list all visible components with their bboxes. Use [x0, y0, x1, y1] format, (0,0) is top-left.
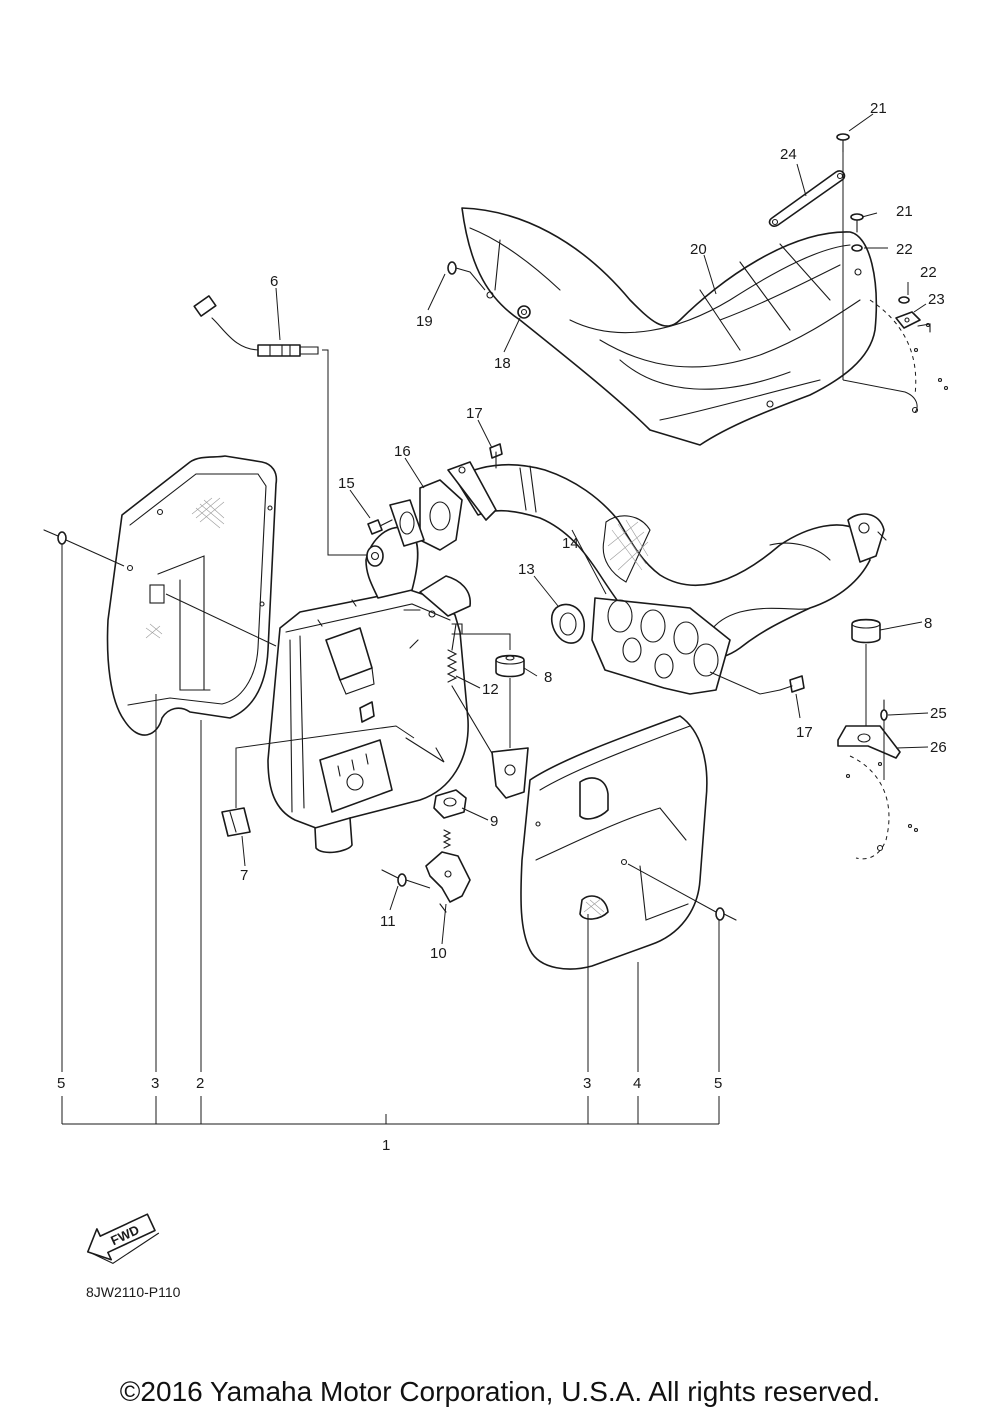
callout-5-left: 5 [57, 1075, 65, 1092]
clip-7-icon [221, 807, 251, 837]
callout-11: 11 [380, 913, 396, 930]
bolt-15-icon [367, 519, 393, 535]
callout-15: 15 [338, 475, 355, 492]
callout-18: 18 [494, 355, 511, 372]
grommet-8-center [495, 654, 525, 678]
leader-lines [61, 113, 929, 1125]
callout-8-center: 8 [544, 669, 552, 686]
callout-24: 24 [780, 146, 797, 163]
flange-gasket-15-side [389, 499, 425, 547]
bracket-26 [837, 725, 901, 759]
o2-sensor-6 [193, 295, 319, 357]
callout-25: 25 [930, 705, 947, 722]
muffler-body [267, 526, 471, 854]
callout-17-upper: 17 [466, 405, 483, 422]
bolt-21-upper-icon [836, 133, 850, 153]
side-heat-shield-2 [106, 455, 278, 736]
callout-14: 14 [562, 535, 579, 552]
callout-3-right: 3 [583, 1075, 591, 1092]
callout-12: 12 [482, 681, 499, 698]
callout-7: 7 [240, 867, 248, 884]
callout-22-lower: 22 [920, 264, 937, 281]
callout-23: 23 [928, 291, 945, 308]
callout-20: 20 [690, 241, 707, 258]
pipe-flange-upper [447, 461, 497, 521]
callout-21-top: 21 [870, 100, 887, 117]
gasket-16 [419, 479, 463, 551]
bolt-5-left-icon [43, 529, 67, 545]
callout-1: 1 [382, 1137, 390, 1154]
grommet-8-right [851, 618, 881, 644]
nut-18-icon [517, 305, 531, 319]
bolt-17-upper-icon [489, 443, 503, 469]
callout-4: 4 [633, 1075, 641, 1092]
callout-8-right: 8 [924, 615, 932, 632]
callout-13: 13 [518, 561, 535, 578]
callout-10: 10 [430, 945, 447, 962]
callout-22-upper: 22 [896, 241, 913, 258]
callout-3-left: 3 [151, 1075, 159, 1092]
side-heat-shield-4 [520, 715, 708, 970]
bracket-10 [425, 829, 471, 913]
copyright-notice: ©2016 Yamaha Motor Corporation, U.S.A. A… [119, 1376, 881, 1407]
gasket-13 [550, 603, 585, 644]
strap-24 [768, 170, 846, 227]
callout-16: 16 [394, 443, 411, 460]
bolt-21-lower-icon [850, 213, 864, 233]
callout-5-right: 5 [714, 1075, 722, 1092]
clip-nut-23-icon [895, 311, 931, 333]
callout-9: 9 [490, 813, 498, 830]
callout-6: 6 [270, 273, 278, 290]
callout-labels: 21 24 21 22 20 22 23 6 19 18 17 16 15 14… [57, 100, 947, 1154]
callout-21-mid: 21 [896, 203, 913, 220]
washer-22-lower-icon [898, 296, 910, 304]
bolt-17-lower-icon [779, 675, 805, 693]
callout-26: 26 [930, 739, 947, 756]
heat-shield-20 [461, 207, 878, 446]
damper-9 [433, 789, 467, 819]
washer-22-upper-icon [851, 244, 863, 252]
exhaust-pipe [454, 463, 887, 695]
callout-2: 2 [196, 1075, 204, 1092]
fwd-arrow-icon: FWD [86, 1213, 160, 1264]
bolt-11-icon [381, 869, 407, 887]
callout-19: 19 [416, 313, 433, 330]
diagram-code: 8JW2110-P110 [86, 1284, 181, 1300]
callout-17-lower: 17 [796, 724, 813, 741]
bracket-stay-center [491, 747, 529, 799]
bolt-19-icon [447, 261, 471, 275]
bolt-5-right-icon [715, 907, 737, 921]
bolt-25-icon [880, 699, 888, 721]
